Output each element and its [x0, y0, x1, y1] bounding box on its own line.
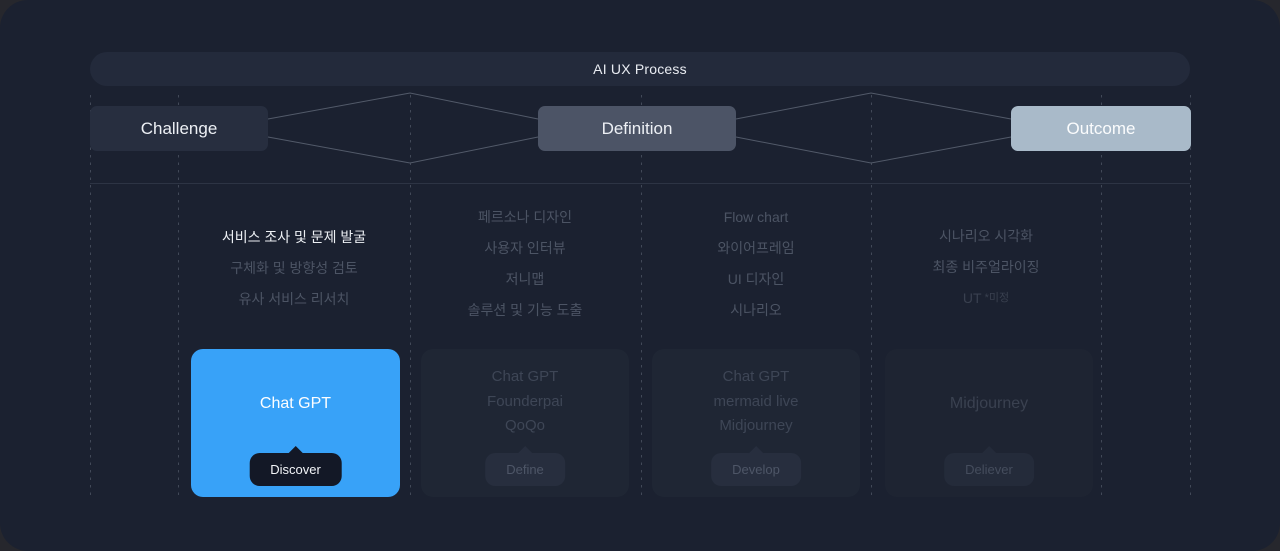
tool-name: Chat GPT	[259, 395, 332, 412]
tool-list: Chat GPT	[191, 349, 400, 415]
task-item: UT*미정	[871, 287, 1101, 311]
tool-list: Chat GPT Founderpai QoQo	[421, 349, 629, 439]
deliever-button[interactable]: Deliever	[944, 453, 1034, 486]
task-item-text: UT	[962, 290, 982, 306]
stage-challenge: Challenge	[90, 106, 268, 151]
tool-name: Midjourney	[949, 395, 1029, 412]
process-title-bar: AI UX Process	[90, 52, 1190, 86]
task-item: 저니맵	[505, 271, 545, 287]
task-item: 사용자 인터뷰	[484, 240, 566, 256]
tool-name: QoQo	[504, 417, 546, 434]
column-develop-tasks: Flow chart 와이어프레임 UI 디자인 시나리오	[641, 206, 871, 330]
task-item: 솔루션 및 기능 도출	[467, 302, 583, 318]
stage-definition-label: Definition	[601, 118, 673, 138]
task-item: 유사 서비스 리서치	[238, 291, 350, 307]
task-item: 구체화 및 방향성 검토	[230, 260, 358, 276]
discover-button[interactable]: Discover	[249, 453, 342, 486]
column-discover-tasks: 서비스 조사 및 문제 발굴 구체화 및 방향성 검토 유사 서비스 리서치	[179, 226, 409, 319]
task-item: 와이어프레임	[717, 240, 795, 256]
stage-definition: Definition	[538, 106, 736, 151]
task-item: 시나리오	[730, 302, 782, 318]
stage-outcome: Outcome	[1011, 106, 1191, 151]
tool-name: Chat GPT	[491, 368, 559, 385]
tool-list: Midjourney	[885, 349, 1093, 415]
tool-card-develop: Chat GPT mermaid live Midjourney Develop	[652, 349, 860, 497]
task-item: 서비스 조사 및 문제 발굴	[221, 229, 367, 245]
develop-button[interactable]: Develop	[711, 453, 801, 486]
stage-outcome-label: Outcome	[1066, 118, 1136, 138]
stage-challenge-label: Challenge	[140, 118, 218, 138]
define-button[interactable]: Define	[485, 453, 565, 486]
task-item: 페르소나 디자인	[477, 209, 573, 225]
tool-name: Chat GPT	[722, 368, 790, 385]
tool-name: Founderpai	[487, 392, 563, 410]
tool-card-deliver: Midjourney Deliever	[885, 349, 1093, 497]
task-item: Flow chart	[723, 209, 789, 225]
tool-list: Chat GPT mermaid live Midjourney	[652, 349, 860, 439]
task-item: UI 디자인	[727, 271, 785, 287]
process-title: AI UX Process	[593, 61, 687, 77]
column-deliver-tasks: 시나리오 시각화 최종 비주얼라이징 UT*미정	[871, 225, 1101, 320]
tool-card-define: Chat GPT Founderpai QoQo Define	[421, 349, 629, 497]
tool-card-discover: Chat GPT Discover	[191, 349, 400, 497]
tool-name: Midjourney	[719, 417, 793, 434]
task-item-note: *미정	[984, 292, 1010, 304]
task-item: 시나리오 시각화	[938, 228, 1034, 244]
tool-name: mermaid live	[713, 392, 799, 410]
column-define-tasks: 페르소나 디자인 사용자 인터뷰 저니맵 솔루션 및 기능 도출	[410, 206, 640, 330]
task-item: 최종 비주얼라이징	[932, 259, 1040, 275]
